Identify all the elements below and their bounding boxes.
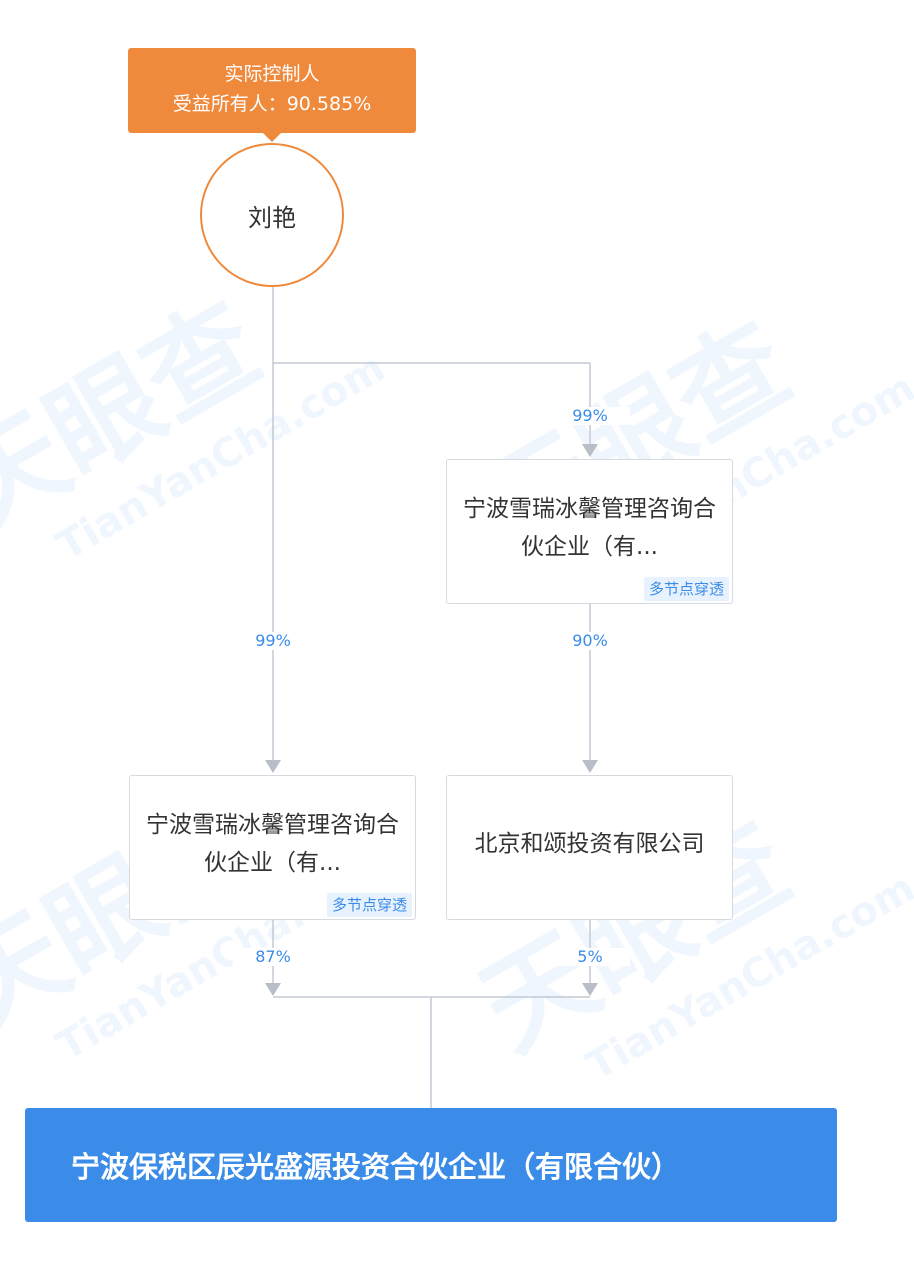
arrow-down-icon — [582, 983, 598, 996]
edge-percentage: 90% — [550, 632, 630, 650]
entity-name: 宁波雪瑞冰馨管理咨询合伙企业（有... — [146, 811, 399, 876]
arrow-down-icon — [265, 760, 281, 773]
target-company-name: 宁波保税区辰光盛源投资合伙企业（有限合伙） — [71, 1150, 681, 1184]
person-node[interactable]: 刘艳 — [200, 143, 344, 287]
edge-percentage: 87% — [233, 948, 313, 966]
badge-title: 实际控制人 — [224, 63, 320, 85]
edge-percentage: 99% — [550, 407, 630, 425]
entity-name: 宁波雪瑞冰馨管理咨询合伙企业（有... — [463, 495, 716, 560]
entity-node-upper[interactable]: 宁波雪瑞冰馨管理咨询合伙企业（有... 多节点穿透 — [446, 459, 733, 604]
edge-percentage: 5% — [550, 948, 630, 966]
multi-node-penetration-tag[interactable]: 多节点穿透 — [643, 577, 729, 601]
edge-percentage: 99% — [233, 632, 313, 650]
arrow-down-icon — [582, 444, 598, 457]
badge-pointer — [262, 132, 282, 142]
entity-node-lower-left[interactable]: 宁波雪瑞冰馨管理咨询合伙企业（有... 多节点穿透 — [129, 775, 416, 920]
actual-controller-badge: 实际控制人 受益所有人：90.585% — [128, 48, 416, 133]
entity-name: 北京和颂投资有限公司 — [474, 830, 705, 857]
badge-benefit: 受益所有人：90.585% — [172, 93, 372, 115]
target-company-node[interactable]: 宁波保税区辰光盛源投资合伙企业（有限合伙） — [25, 1108, 837, 1222]
arrow-down-icon — [265, 983, 281, 996]
entity-node-lower-right[interactable]: 北京和颂投资有限公司 — [446, 775, 733, 920]
person-name: 刘艳 — [248, 203, 296, 232]
arrow-down-icon — [582, 760, 598, 773]
multi-node-penetration-tag[interactable]: 多节点穿透 — [326, 893, 412, 917]
